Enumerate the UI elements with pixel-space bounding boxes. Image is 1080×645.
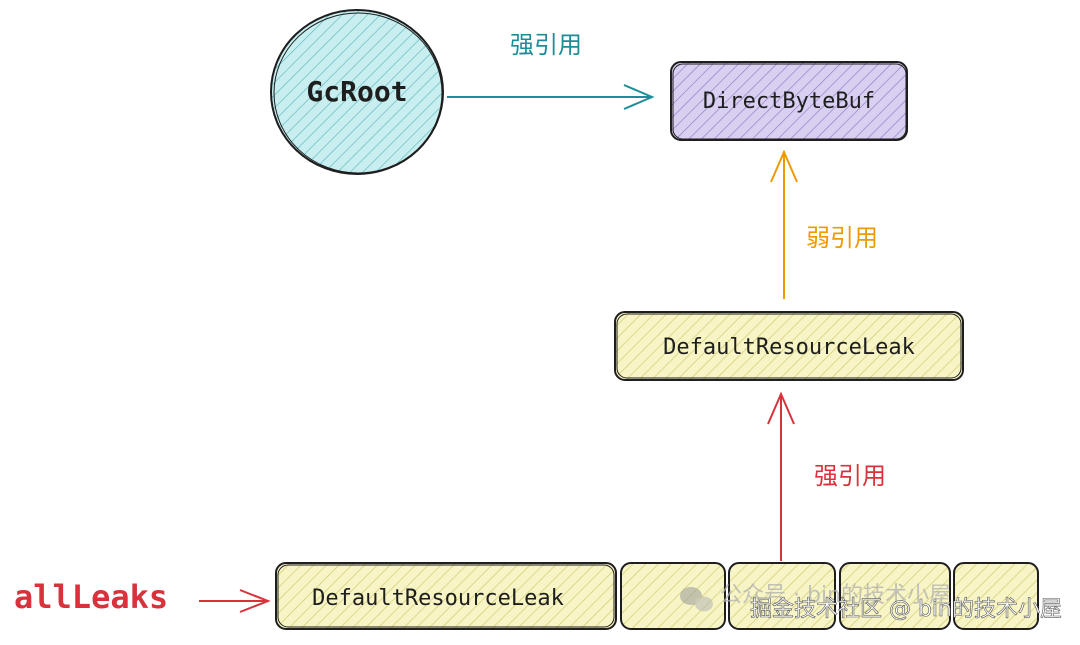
gcroot-node: GcRoot bbox=[270, 9, 444, 175]
leak-list-item bbox=[839, 562, 951, 630]
watermark-primary: 公众号 · bin的技术小屋 bbox=[720, 583, 951, 608]
leak-list-item bbox=[620, 562, 726, 630]
direct-byte-buf-label: DirectByteBuf bbox=[703, 89, 875, 114]
wechat-icon bbox=[680, 587, 713, 612]
weak-ref-label: 弱引用 bbox=[806, 224, 878, 252]
gcroot-label: GcRoot bbox=[306, 75, 407, 108]
strong-ref-arrow-bottom bbox=[767, 391, 795, 561]
direct-byte-buf-node: DirectByteBuf bbox=[670, 61, 908, 141]
default-resource-leak-upper-node: DefaultResourceLeak bbox=[614, 311, 964, 381]
strong-ref-label-bottom: 强引用 bbox=[814, 462, 886, 490]
watermark-secondary: 掘金技术社区 @ bin的技术小屋 bbox=[750, 597, 1062, 622]
strong-ref-label-top: 强引用 bbox=[510, 31, 582, 59]
default-resource-leak-upper-label: DefaultResourceLeak bbox=[663, 335, 915, 360]
leak-list: DefaultResourceLeak bbox=[275, 562, 1039, 630]
all-leaks-arrow bbox=[199, 589, 271, 613]
strong-ref-arrow-top bbox=[447, 84, 655, 110]
leak-list-item bbox=[953, 562, 1039, 630]
default-resource-leak-lower-label: DefaultResourceLeak bbox=[312, 586, 564, 611]
watermark: 公众号 · bin的技术小屋 掘金技术社区 @ bin的技术小屋 bbox=[680, 583, 1062, 622]
weak-ref-arrow bbox=[770, 149, 798, 299]
default-resource-leak-lower-node: DefaultResourceLeak bbox=[275, 562, 617, 630]
all-leaks-label: allLeaks bbox=[14, 578, 168, 616]
leak-list-item bbox=[728, 562, 836, 630]
